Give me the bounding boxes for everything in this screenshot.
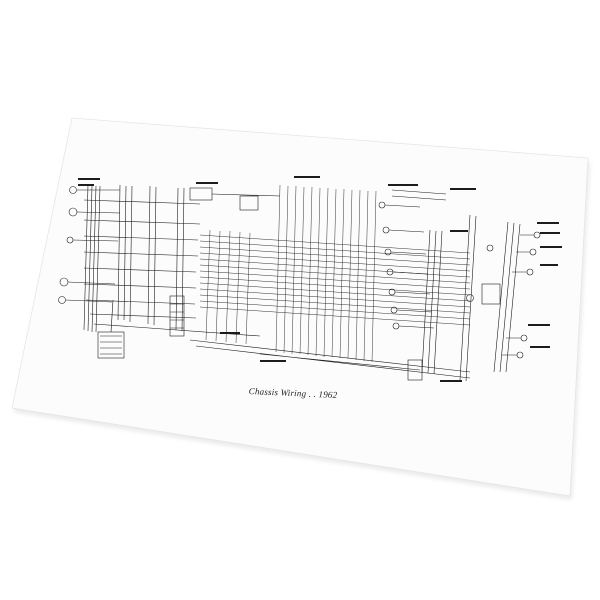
ignition-switch [97, 299, 125, 359]
tail-lamps-right [502, 231, 541, 359]
harness-left [83, 184, 185, 333]
paper-sheet [11, 117, 589, 497]
fuse-block [169, 295, 185, 337]
wires-horizontal-left [83, 199, 261, 337]
wires-top-right [391, 189, 447, 201]
wires-bottom [189, 339, 471, 381]
wiring-schematic [58, 184, 541, 382]
relay-right [466, 244, 501, 305]
switch-stack-right [378, 201, 435, 330]
headlamp-group-left [58, 186, 121, 304]
harness-right [421, 214, 521, 382]
dash-connector-top [189, 187, 281, 211]
harness-central [199, 184, 471, 363]
schematic-labels [78, 176, 562, 382]
